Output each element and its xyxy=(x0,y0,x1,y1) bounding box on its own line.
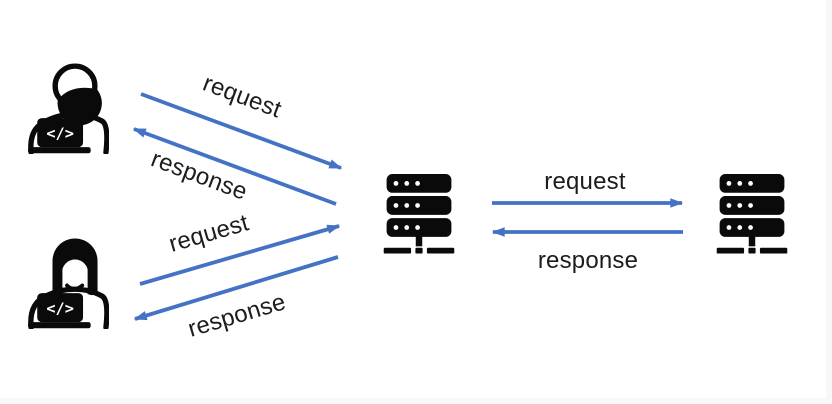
arrow-response-server1-to-client1 xyxy=(132,127,337,206)
arrow-request-client2-to-server1 xyxy=(139,224,341,286)
client-node-top: </> xyxy=(25,60,109,154)
server-node-middle xyxy=(383,174,455,255)
server-icon xyxy=(716,174,788,254)
client-node-bottom: </> xyxy=(25,235,109,329)
developer-short-hair-icon: </> xyxy=(28,63,109,154)
arrow-request-client1-to-server1 xyxy=(140,92,343,170)
edge-label-response-right: response xyxy=(537,247,639,274)
diagram-canvas: </> </> xyxy=(25,60,788,343)
arrows-layer xyxy=(132,92,684,321)
arrow-response-server1-to-client2 xyxy=(133,255,339,321)
edge-label-request-right: request xyxy=(544,168,626,195)
server-node-right xyxy=(716,174,788,255)
code-glyph: </> xyxy=(46,125,74,143)
server-icon xyxy=(383,174,455,254)
developer-long-hair-icon: </> xyxy=(28,238,109,329)
code-glyph: </> xyxy=(46,300,74,318)
